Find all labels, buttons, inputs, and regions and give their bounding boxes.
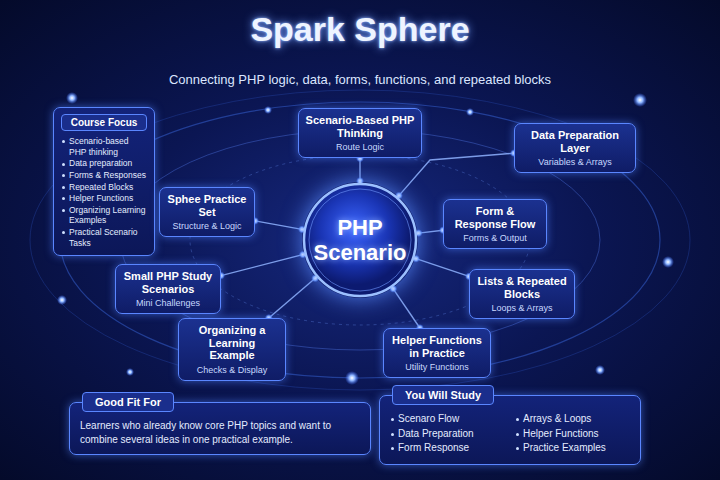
bullet-item: Organizing Learning Examples: [61, 205, 147, 226]
box-title: Small PHP Study Scenarios: [122, 270, 214, 295]
connector-line: [393, 289, 420, 328]
connector-line: [269, 278, 315, 318]
glow-dot: [126, 368, 134, 376]
bullet-item: Helper Functions: [61, 193, 147, 204]
topic-box: Scenario-Based PHP ThinkingRoute Logic: [298, 108, 422, 158]
box-title: Lists & Repeated Blocks: [476, 275, 568, 300]
box-subtitle: Loops & Arrays: [476, 303, 568, 313]
bullet-item: Practice Examples: [515, 442, 630, 455]
bullet-item: Data Preparation: [390, 428, 505, 441]
glow-dot: [66, 92, 78, 104]
hub-label: PHP Scenario: [312, 215, 408, 266]
glow-dot: [57, 295, 67, 305]
diagram-title: Spark Sphere: [0, 10, 720, 49]
topic-box: Lists & Repeated BlocksLoops & Arrays: [469, 269, 575, 319]
topic-box: Form & Response FlowForms & Output: [443, 199, 547, 249]
diagram-subtitle: Connecting PHP logic, data, forms, funct…: [0, 72, 720, 87]
box-title: Helper Functions in Practice: [390, 334, 484, 359]
connector-line: [221, 255, 303, 276]
box-subtitle: Forms & Output: [450, 233, 540, 243]
info-panel: Course FocusScenario-based PHP thinkingD…: [53, 107, 155, 256]
info-panel: Good Fit ForLearners who already know co…: [69, 402, 371, 455]
panel-heading: You Will Study: [392, 385, 494, 405]
connector-line: [399, 153, 514, 196]
box-title: Form & Response Flow: [450, 205, 540, 230]
bullet-item: Form Response: [390, 442, 505, 455]
box-title: Scenario-Based PHP Thinking: [305, 114, 415, 139]
panel-text: Learners who already know core PHP topic…: [80, 419, 360, 446]
topic-box: Helper Functions in PracticeUtility Func…: [383, 328, 491, 378]
bullet-item: Practical Scenario Tasks: [61, 227, 147, 248]
topic-box: Sphee Practice SetStructure & Logic: [159, 187, 255, 237]
bullet-item: Data preparation: [61, 158, 147, 169]
topic-box: Data Preparation LayerVariables & Arrays: [514, 123, 636, 173]
glow-dot: [595, 365, 605, 375]
connector-line: [255, 221, 302, 230]
bullet-item: Scenario-based PHP thinking: [61, 136, 147, 157]
box-title: Data Preparation Layer: [521, 129, 629, 154]
bullet-item: Repeated Blocks: [61, 182, 147, 193]
bullet-item: Scenaro Flow: [390, 413, 505, 426]
box-subtitle: Utility Functions: [390, 362, 484, 372]
bullet-item: Forms & Responses: [61, 170, 147, 181]
hub-circle: PHP Scenario: [302, 182, 418, 298]
glow-dot: [466, 108, 474, 116]
box-subtitle: Route Logic: [305, 142, 415, 152]
box-subtitle: Variables & Arrays: [521, 157, 629, 167]
topic-box: Organizing a Learning ExampleChecks & Di…: [178, 318, 286, 381]
box-subtitle: Mini Challenges: [122, 298, 214, 308]
panel-heading: Course Focus: [61, 114, 147, 131]
glow-dot: [264, 106, 272, 114]
orbit-ring: [30, 90, 690, 390]
glow-dot: [633, 93, 647, 107]
box-title: Organizing a Learning Example: [185, 324, 279, 362]
bullet-item: Arrays & Loops: [515, 413, 630, 426]
glow-dot: [345, 371, 359, 385]
box-subtitle: Checks & Display: [185, 365, 279, 375]
bullet-grid: Scenaro FlowData PreparationForm Respons…: [390, 412, 630, 456]
panel-heading: Good Fit For: [82, 392, 174, 412]
box-subtitle: Structure & Logic: [166, 221, 248, 231]
glow-dot: [662, 256, 674, 268]
info-panel: You Will StudyScenaro FlowData Preparati…: [379, 395, 641, 465]
connector-line: [416, 259, 469, 277]
bullet-item: Helper Functions: [515, 428, 630, 441]
box-title: Sphee Practice Set: [166, 193, 248, 218]
topic-box: Small PHP Study ScenariosMini Challenges: [115, 264, 221, 314]
